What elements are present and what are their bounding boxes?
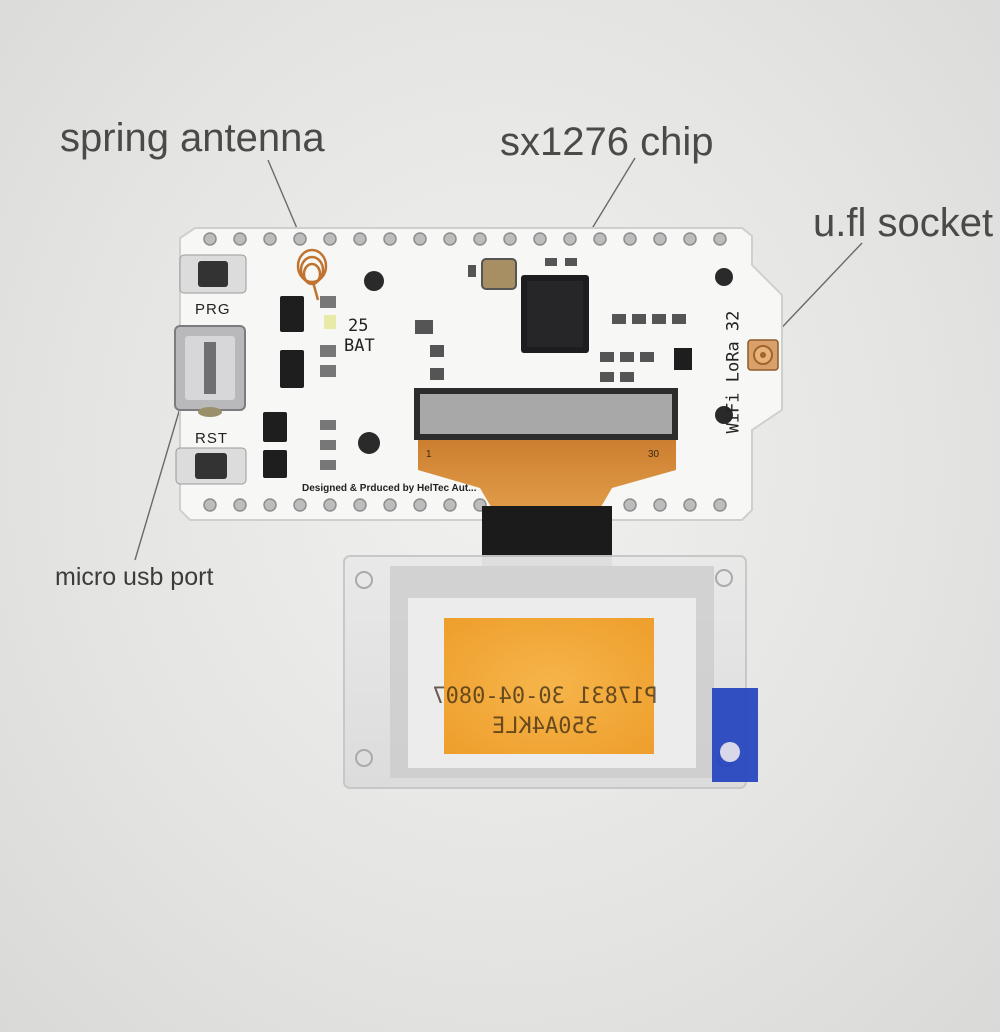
leader-line-micro-usb — [134, 397, 184, 561]
sx1276-chip-callout: sx1276 chip — [500, 120, 714, 164]
header-pins-bottom — [203, 498, 727, 512]
mounting-holes — [358, 268, 733, 454]
passive-components — [415, 258, 692, 382]
flex-cable — [418, 440, 676, 512]
rst-label: RST — [195, 430, 228, 447]
ufl-socket-connector — [747, 339, 779, 371]
spring-antenna-callout: spring antenna — [60, 116, 325, 160]
flex-pin-30-label: 30 — [648, 449, 660, 460]
spring-antenna-coil — [296, 248, 328, 301]
display-fpc-connector — [414, 388, 678, 440]
header-pins-top — [203, 232, 727, 246]
flex-pin-1-label: 1 — [426, 449, 432, 460]
leader-line-ufl-socket — [769, 242, 863, 341]
battery-label-bottom: BAT — [344, 336, 375, 356]
ufl-socket-callout: u.fl socket — [813, 201, 994, 245]
micro-usb-connector — [174, 325, 246, 417]
battery-label-top: 25 — [348, 316, 369, 336]
blue-sticker — [712, 688, 758, 782]
prg-button — [179, 254, 247, 294]
board-credit-label: Designed & Prduced by HelTec Aut... — [302, 483, 477, 494]
small-components-left — [263, 296, 336, 478]
crystal-oscillator — [481, 258, 517, 290]
micro-usb-port-callout: micro usb port — [55, 563, 214, 591]
oled-film-line1: P17831 30-04-0807 — [432, 684, 658, 709]
prg-label: PRG — [195, 301, 231, 318]
sx1276-chip-package — [521, 275, 589, 353]
oled-film-line2: 350A4KLE — [492, 714, 598, 739]
board-side-label: WiFi LoRa 32 — [723, 310, 744, 434]
rst-button — [175, 447, 247, 485]
oled-module — [343, 555, 758, 789]
